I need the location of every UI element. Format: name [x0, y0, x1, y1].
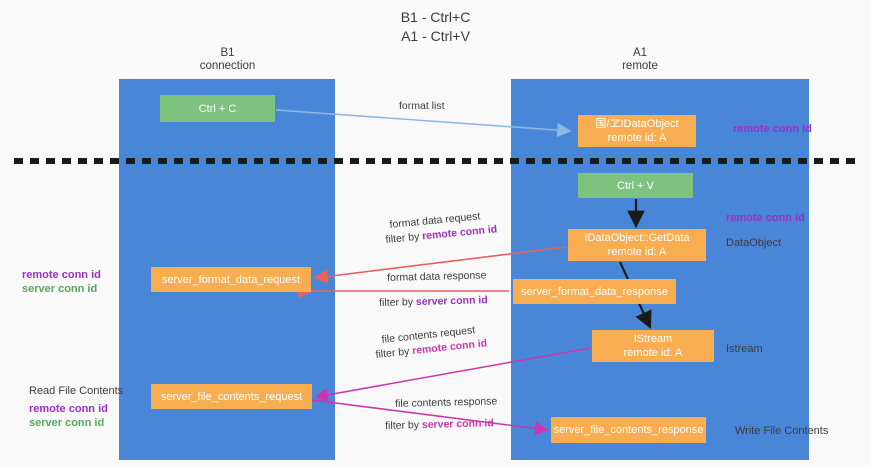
page-title: B1 - Ctrl+C A1 - Ctrl+V: [0, 8, 871, 46]
filter-prefix: filter by: [375, 345, 413, 361]
box-getdata-line1: IDataObject::GetData: [584, 232, 690, 244]
column-header-a1-sub: remote: [622, 60, 658, 72]
box-server-file-contents-response-label: server_file_contents_response: [553, 424, 704, 436]
arrow-file-contents-request: [314, 347, 591, 402]
dashed-divider: [14, 158, 857, 164]
filter-prefix: filter by: [385, 230, 423, 246]
side-label-left-remote-conn-id-mid: remote conn id: [22, 269, 101, 281]
edge-label-format-list: format list: [399, 100, 445, 112]
column-header-b1-name: B1: [220, 47, 235, 59]
box-server-format-data-request[interactable]: server_format_data_request: [151, 267, 311, 292]
side-label-remote-conn-id-mid: remote conn id: [726, 212, 805, 224]
box-server-format-data-request-label: server_format_data_request: [161, 273, 301, 286]
box-server-format-data-response-label: server_format_data_response: [521, 285, 668, 298]
arrow-format-data-request: [313, 246, 567, 284]
side-label-left-remote-conn-id-bottom: remote conn id: [29, 403, 108, 415]
page-title-line2: A1 - Ctrl+V: [401, 28, 470, 44]
box-idataobject-line1: 国/ヱIDataObject: [595, 118, 679, 130]
column-header-b1: B1 connection: [140, 47, 315, 73]
box-istream[interactable]: IStream remote id: A: [592, 330, 714, 362]
filter-prefix: filter by: [385, 419, 423, 432]
page-title-line1: B1 - Ctrl+C: [400, 9, 471, 25]
box-ctrl-c-label: Ctrl + C: [198, 102, 237, 115]
box-server-file-contents-response[interactable]: server_file_contents_response: [551, 417, 706, 443]
side-label-left-server-conn-id-bottom: server conn id: [29, 417, 105, 429]
arrow-format-list: [275, 109, 572, 138]
box-server-file-contents-request[interactable]: server_file_contents_request: [151, 384, 312, 409]
box-server-format-data-response[interactable]: server_format_data_response: [513, 279, 676, 304]
box-idataobject-getdata[interactable]: IDataObject::GetData remote id: A: [568, 229, 706, 261]
filter-prefix: filter by: [379, 296, 417, 309]
box-ctrl-v-label: Ctrl + V: [617, 179, 654, 192]
column-header-b1-sub: connection: [199, 60, 256, 72]
box-server-file-contents-request-label: server_file_contents_request: [160, 390, 303, 403]
filter-key-server-conn-id: server conn id: [415, 294, 488, 309]
side-label-istream: Istream: [726, 343, 763, 355]
box-ctrl-v[interactable]: Ctrl + V: [578, 173, 693, 198]
edge-label-format-data-response: format data response: [387, 269, 487, 284]
arrow-file-contents-response: [311, 399, 549, 436]
side-label-read-file-contents: Read File Contents: [29, 385, 124, 397]
side-label-dataobject: DataObject: [726, 237, 782, 249]
side-label-write-file-contents: Write File Contents: [735, 425, 829, 437]
side-label-left-conn-ids-bottom: remote conn id server conn id: [29, 402, 124, 430]
box-idataobject-line2: remote id: A: [607, 132, 667, 144]
side-label-remote-conn-id-top: remote conn id: [733, 123, 812, 135]
box-ctrl-c[interactable]: Ctrl + C: [160, 95, 275, 122]
box-idataobject[interactable]: 国/ヱIDataObject remote id: A: [578, 115, 696, 147]
side-label-left-conn-ids-mid: remote conn id server conn id: [22, 268, 117, 296]
column-header-a1-name: A1: [632, 47, 648, 59]
edge-label-file-contents-response: file contents response: [395, 395, 498, 410]
side-label-left-server-conn-id-mid: server conn id: [22, 283, 98, 295]
box-istream-line2: remote id: A: [623, 347, 683, 359]
column-header-a1: A1 remote: [535, 47, 745, 73]
box-getdata-line2: remote id: A: [607, 246, 667, 258]
box-istream-line1: IStream: [633, 333, 673, 345]
filter-key-server-conn-id: server conn id: [421, 417, 494, 432]
